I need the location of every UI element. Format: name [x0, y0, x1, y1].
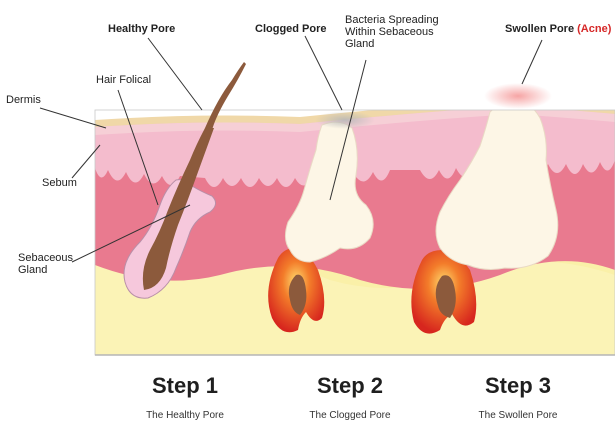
label-dermis: Dermis	[6, 94, 41, 106]
label-sebum: Sebum	[42, 177, 77, 189]
step-2-title: Step 2	[280, 373, 420, 399]
acne-glow	[484, 83, 552, 109]
label-healthy-pore: Healthy Pore	[108, 23, 175, 35]
label-swollen-pore: Swollen Pore (Acne)	[505, 23, 611, 35]
step-2-subtitle: The Clogged Pore	[270, 410, 430, 421]
step-3-title: Step 3	[448, 373, 588, 399]
step-1-title: Step 1	[115, 373, 255, 399]
label-clogged-pore: Clogged Pore	[255, 23, 327, 35]
label-sebaceous-gland: Sebaceous Gland	[18, 252, 73, 276]
step-3-subtitle: The Swollen Pore	[438, 410, 598, 421]
label-hair-folical: Hair Folical	[96, 74, 151, 86]
label-acne: (Acne)	[577, 23, 611, 35]
step-1-subtitle: The Healthy Pore	[105, 410, 265, 421]
label-bacteria: Bacteria Spreading Within Sebaceous Glan…	[345, 14, 439, 50]
clog-glow	[315, 111, 375, 129]
